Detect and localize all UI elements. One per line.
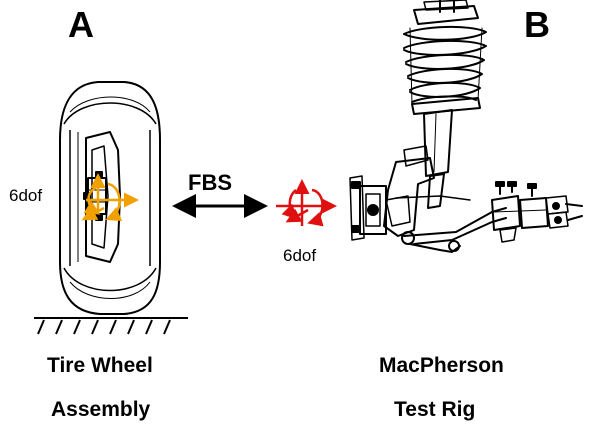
caption-a-line2: Assembly	[51, 398, 151, 421]
ground-hatch-icon	[34, 317, 188, 335]
six-dof-axes-icon	[81, 173, 139, 221]
six-dof-axes-icon	[276, 179, 337, 227]
panel-label-a: A	[68, 4, 94, 45]
dof-label-left: 6dof	[9, 186, 43, 205]
macpherson-strut-suspension-drawing	[349, 0, 583, 253]
caption-a-line1: Tire Wheel	[47, 354, 153, 377]
panel-label-b: B	[524, 4, 550, 45]
caption-b-line1: MacPherson	[379, 354, 504, 377]
caption-b-line2: Test Rig	[394, 398, 476, 421]
dof-label-right: 6dof	[283, 246, 317, 265]
fbs-label: FBS	[188, 170, 232, 195]
tire-wheel-assembly-drawing	[59, 81, 161, 315]
